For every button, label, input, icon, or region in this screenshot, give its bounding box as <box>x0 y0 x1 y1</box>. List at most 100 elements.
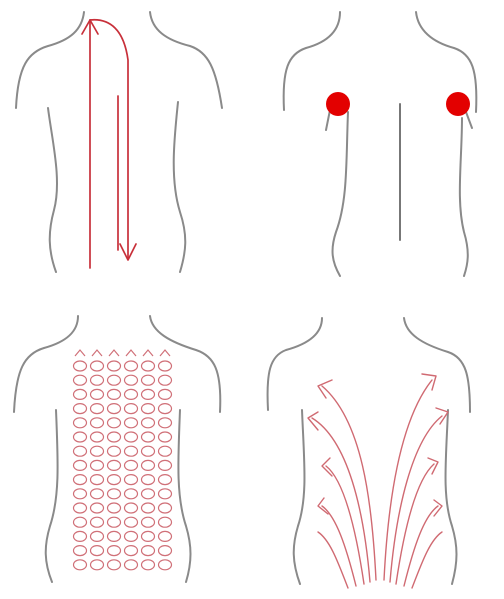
column-arrow <box>126 350 136 356</box>
kneading-circle <box>159 375 172 385</box>
column-arrow <box>109 350 119 356</box>
kneading-circle <box>159 404 172 414</box>
kneading-circle <box>91 517 104 527</box>
kneading-circle <box>74 418 87 428</box>
fan-arrows <box>308 374 448 588</box>
kneading-circle <box>74 432 87 442</box>
panel-fan-stroke <box>252 300 504 599</box>
kneading-circle <box>108 546 121 556</box>
kneading-circle <box>74 503 87 513</box>
kneading-circle <box>74 404 87 414</box>
kneading-circle <box>125 475 138 485</box>
kneading-circle <box>74 389 87 399</box>
back-outline <box>268 318 470 584</box>
panel-circular-kneading <box>0 300 252 599</box>
kneading-circle <box>159 546 172 556</box>
kneading-circles <box>74 350 172 570</box>
kneading-circle <box>108 560 121 570</box>
column-arrow <box>75 350 85 356</box>
kneading-circle <box>159 489 172 499</box>
stroke-arrows <box>82 20 136 268</box>
kneading-circle <box>125 503 138 513</box>
kneading-circle <box>91 389 104 399</box>
kneading-circle <box>159 517 172 527</box>
kneading-circle <box>125 517 138 527</box>
kneading-circle <box>142 418 155 428</box>
kneading-circle <box>108 531 121 541</box>
kneading-circle <box>108 432 121 442</box>
kneading-circle <box>74 517 87 527</box>
panel-long-stroke <box>0 0 252 290</box>
kneading-circle <box>159 560 172 570</box>
kneading-circle <box>108 475 121 485</box>
panel-pressure-points <box>252 0 504 290</box>
kneading-circle <box>142 546 155 556</box>
kneading-circle <box>125 418 138 428</box>
kneading-circle <box>142 560 155 570</box>
kneading-circle <box>142 489 155 499</box>
kneading-circle <box>159 432 172 442</box>
column-arrow <box>143 350 153 356</box>
kneading-circle <box>142 531 155 541</box>
kneading-circle <box>108 517 121 527</box>
kneading-circle <box>159 475 172 485</box>
back-figure-4 <box>252 300 504 599</box>
kneading-circle <box>125 404 138 414</box>
kneading-circle <box>125 546 138 556</box>
kneading-circle <box>159 531 172 541</box>
kneading-circle <box>142 460 155 470</box>
kneading-circle <box>91 375 104 385</box>
kneading-circle <box>91 560 104 570</box>
kneading-circle <box>125 389 138 399</box>
kneading-circle <box>91 460 104 470</box>
kneading-circle <box>159 460 172 470</box>
kneading-circle <box>125 460 138 470</box>
kneading-circle <box>159 446 172 456</box>
kneading-circle <box>91 475 104 485</box>
kneading-circle <box>91 503 104 513</box>
kneading-circle <box>125 432 138 442</box>
kneading-circle <box>74 531 87 541</box>
kneading-circle <box>159 503 172 513</box>
kneading-circle <box>159 361 172 371</box>
kneading-circle <box>108 361 121 371</box>
kneading-circle <box>91 404 104 414</box>
kneading-circle <box>125 531 138 541</box>
back-outline <box>284 12 477 276</box>
kneading-circle <box>108 446 121 456</box>
back-outline <box>14 316 220 582</box>
kneading-circle <box>91 432 104 442</box>
kneading-circle <box>142 375 155 385</box>
kneading-circle <box>142 475 155 485</box>
kneading-circle <box>74 560 87 570</box>
back-figure-1 <box>0 0 252 290</box>
right-pressure-point <box>446 92 470 116</box>
kneading-circle <box>108 389 121 399</box>
kneading-circle <box>91 546 104 556</box>
kneading-circle <box>125 560 138 570</box>
kneading-circle <box>125 489 138 499</box>
kneading-circle <box>91 531 104 541</box>
kneading-circle <box>108 418 121 428</box>
kneading-circle <box>91 489 104 499</box>
kneading-circle <box>91 418 104 428</box>
kneading-circle <box>74 460 87 470</box>
left-pressure-point <box>326 92 350 116</box>
kneading-circle <box>108 503 121 513</box>
kneading-circle <box>91 361 104 371</box>
kneading-circle <box>142 503 155 513</box>
kneading-circle <box>125 375 138 385</box>
kneading-circle <box>142 389 155 399</box>
kneading-circle <box>74 546 87 556</box>
kneading-circle <box>108 460 121 470</box>
back-outline <box>16 12 222 272</box>
kneading-circle <box>142 446 155 456</box>
kneading-circle <box>142 517 155 527</box>
column-arrow <box>160 350 170 356</box>
back-figure-3 <box>0 300 252 599</box>
kneading-circle <box>74 475 87 485</box>
kneading-circle <box>74 361 87 371</box>
kneading-circle <box>125 361 138 371</box>
kneading-circle <box>125 446 138 456</box>
